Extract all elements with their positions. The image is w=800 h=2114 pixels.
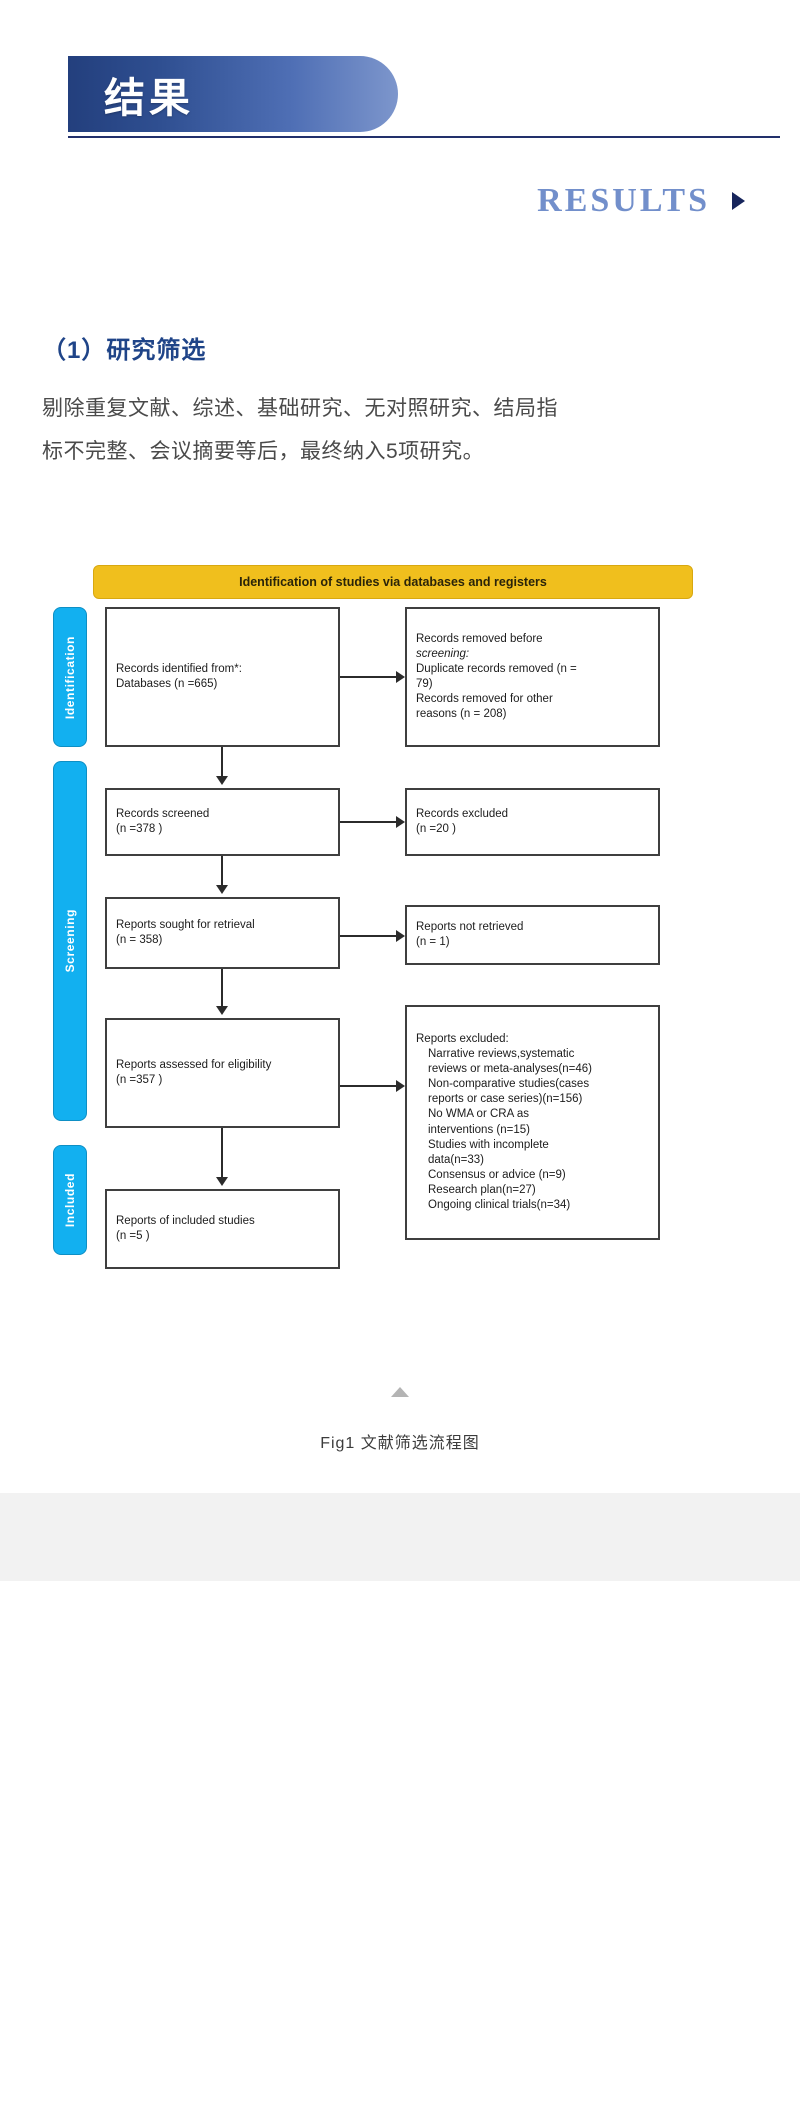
- banner-title: 结果: [104, 75, 194, 121]
- stage-rail-identification: Identification: [53, 607, 87, 748]
- node-line: Reports not retrieved: [416, 920, 524, 933]
- arrowhead-right: [396, 1080, 405, 1093]
- node-line: Records screened: [116, 807, 210, 820]
- stage-label-screening: Screening: [63, 909, 77, 973]
- node-line: (n =378 ): [116, 823, 163, 836]
- arrowhead-down: [216, 1177, 228, 1187]
- node-line: (n =5 ): [116, 1230, 150, 1243]
- banner-divider: [68, 136, 780, 138]
- connector-v: [221, 747, 223, 780]
- connector-h: [340, 821, 396, 824]
- node-line: Records excluded: [416, 807, 509, 820]
- caret-up-icon[interactable]: [391, 1387, 409, 1398]
- node-line: Reports of included studies: [116, 1214, 255, 1227]
- node-reports-included: Reports of included studies (n =5 ): [105, 1189, 340, 1270]
- connector-v: [221, 969, 223, 1010]
- list-item: Ongoing clinical trials(n=34): [428, 1199, 571, 1212]
- figure-caption: Fig1 文献筛选流程图: [320, 1435, 480, 1453]
- node-title: Reports excluded:: [416, 1032, 509, 1045]
- node-records-excluded: Records excluded (n =20 ): [405, 788, 660, 857]
- body-paragraph: 剔除重复文献、综述、基础研究、无对照研究、结局指标不完整、会议摘要等后，最终纳入…: [42, 397, 558, 464]
- flow-header-banner: Identification of studies via databases …: [93, 565, 693, 600]
- arrowhead-right: [396, 816, 405, 829]
- node-reports-sought: Reports sought for retrieval (n = 358): [105, 897, 340, 970]
- list-item: reports or case series)(n=156): [428, 1093, 583, 1106]
- results-label: RESULTS: [537, 182, 710, 219]
- triangle-right-icon: [732, 192, 745, 210]
- node-line: screening:: [416, 647, 470, 660]
- list-item: No WMA or CRA as: [428, 1108, 529, 1121]
- node-line: Duplicate records removed (n =: [416, 662, 577, 675]
- prisma-flow-diagram: Identification of studies via databases …: [0, 565, 800, 1325]
- node-line: (n =357 ): [116, 1074, 163, 1087]
- node-line: reasons (n = 208): [416, 708, 507, 721]
- list-item: Research plan(n=27): [428, 1184, 536, 1197]
- section-banner: 结果: [0, 56, 800, 148]
- stage-label-identification: Identification: [63, 635, 77, 719]
- connector-h: [340, 1085, 396, 1088]
- node-line: (n = 1): [416, 936, 450, 949]
- list-item: Non-comparative studies(cases: [428, 1078, 590, 1091]
- node-line: Reports assessed for eligibility: [116, 1058, 272, 1071]
- figure-footer: Fig1 文献筛选流程图: [0, 1361, 800, 1582]
- connector-v: [221, 856, 223, 889]
- node-line: Records removed before: [416, 632, 543, 645]
- list-item: data(n=33): [428, 1153, 484, 1166]
- node-line: Records removed for other: [416, 693, 553, 706]
- list-item: interventions (n=15): [428, 1123, 530, 1136]
- banner-shape: 结果: [68, 56, 398, 132]
- node-line: Databases (n =665): [116, 678, 218, 691]
- arrowhead-right: [396, 930, 405, 943]
- stage-label-included: Included: [63, 1173, 77, 1228]
- article-content: （1）研究筛选 剔除重复文献、综述、基础研究、无对照研究、结局指标不完整、会议摘…: [0, 330, 800, 473]
- stage-rail-included: Included: [53, 1145, 87, 1256]
- arrowhead-down: [216, 776, 228, 786]
- node-line: Reports sought for retrieval: [116, 918, 255, 931]
- list-item: Consensus or advice (n=9): [428, 1169, 566, 1182]
- arrowhead-down: [216, 885, 228, 895]
- node-records-screened: Records screened (n =378 ): [105, 788, 340, 857]
- node-reports-assessed: Reports assessed for eligibility (n =357…: [105, 1018, 340, 1129]
- node-reports-not-retrieved: Reports not retrieved (n = 1): [405, 905, 660, 966]
- list-item: Narrative reviews,systematic: [428, 1047, 575, 1060]
- node-records-removed: Records removed before screening: Duplic…: [405, 607, 660, 748]
- list-item: Studies with incomplete: [428, 1138, 549, 1151]
- connector-h: [340, 676, 396, 679]
- node-line: (n =20 ): [416, 823, 456, 836]
- node-line: (n = 358): [116, 934, 163, 947]
- node-reports-excluded: Reports excluded: Narrative reviews,syst…: [405, 1005, 660, 1241]
- node-records-identified: Records identified from*: Databases (n =…: [105, 607, 340, 748]
- arrowhead-right: [396, 671, 405, 684]
- section-sub-heading: （1）研究筛选: [42, 337, 207, 364]
- list-item: reviews or meta-analyses(n=46): [428, 1062, 592, 1075]
- node-line: 79): [416, 678, 433, 691]
- results-heading-row: RESULTS: [0, 182, 800, 220]
- node-line: Records identified from*:: [116, 662, 242, 675]
- arrowhead-down: [216, 1006, 228, 1016]
- connector-h: [340, 935, 396, 938]
- stage-rail-screening: Screening: [53, 761, 87, 1122]
- excluded-reason-list: Narrative reviews,systematic reviews or …: [416, 1047, 649, 1214]
- connector-v: [221, 1128, 223, 1181]
- bottom-strip: [0, 1493, 800, 1582]
